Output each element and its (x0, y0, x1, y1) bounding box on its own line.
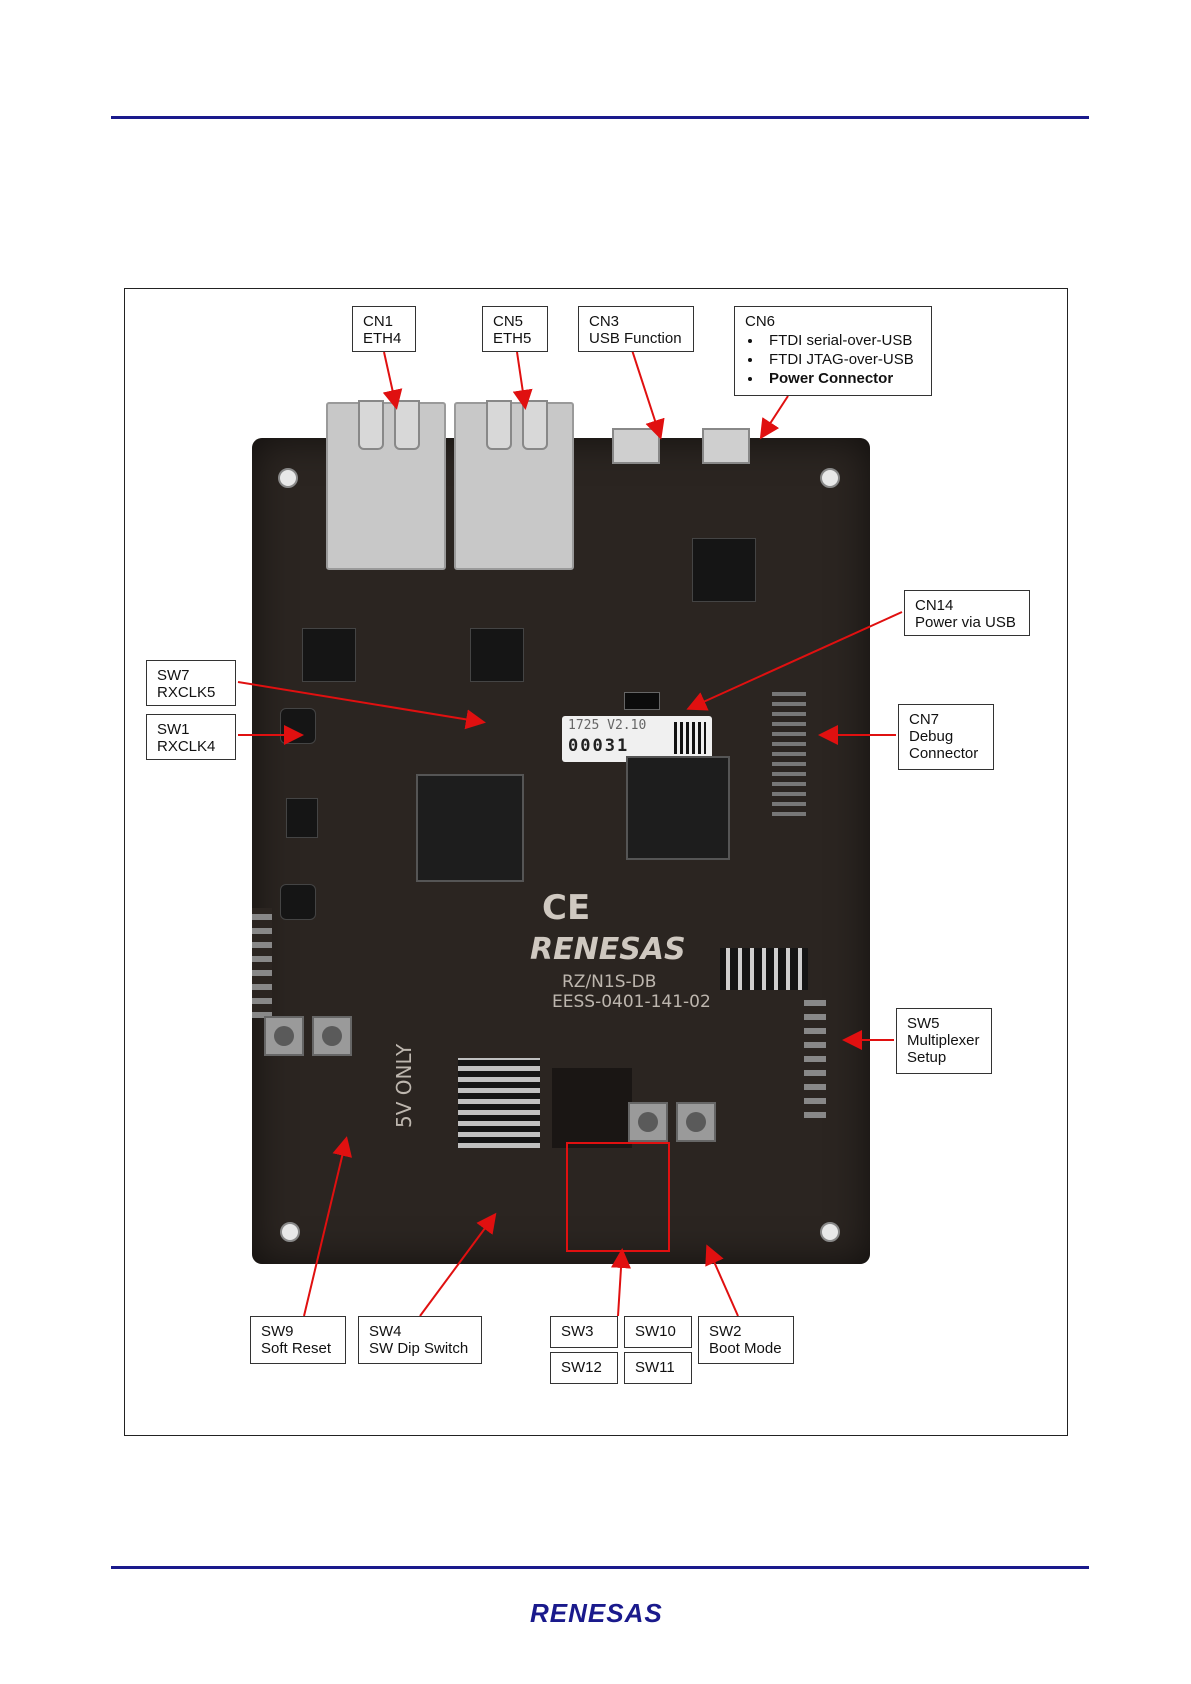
label-sw11: SW11 (624, 1352, 692, 1384)
sticker-serial: 00031 (568, 736, 630, 756)
button-sw9 (312, 1016, 352, 1056)
ftdi-chip (692, 538, 756, 602)
phy-chip-2 (470, 628, 524, 682)
arrow-cn3 (631, 349, 665, 440)
label-cn6: CN6 FTDI serial-over-USB FTDI JTAG-over-… (734, 306, 932, 396)
arrow-cn5 (512, 351, 533, 410)
arrow-cn6 (759, 395, 789, 440)
label-sw4: SW4 SW Dip Switch (358, 1316, 482, 1364)
label-cn3: CN3 USB Function (578, 306, 694, 352)
serial-sticker: 1725 V2.10 00031 (562, 716, 712, 762)
header-pins-left (252, 908, 272, 1018)
mount-hole-br (820, 1222, 840, 1242)
arrow-cn1 (382, 351, 403, 410)
debug-header-cn7 (772, 686, 806, 816)
arrow-sw2 (705, 1244, 739, 1317)
renesas-logo: RENESAS (530, 1598, 663, 1628)
label-cn7: CN7 Debug Connector (898, 704, 994, 770)
rj45-eth5 (454, 400, 574, 570)
sticker-version: 1725 V2.10 (568, 718, 647, 733)
label-sw9: SW9 Soft Reset (250, 1316, 346, 1364)
silkscreen-brand: RENESAS (530, 932, 686, 967)
arrow-cn14 (686, 611, 903, 711)
silkscreen-model: RZ/N1S-DB (562, 972, 657, 992)
usb-connector-cn6 (702, 428, 750, 464)
label-sw5: SW5 Multiplexer Setup (896, 1008, 992, 1074)
label-sw3: SW3 (550, 1316, 618, 1348)
silkscreen-part: EESS-0401-141-02 (552, 992, 711, 1012)
mount-hole-tr (820, 468, 840, 488)
mount-hole-bl (280, 1222, 300, 1242)
footer-rule (111, 1566, 1089, 1569)
jumper-group (552, 1068, 632, 1148)
datamatrix-code (674, 722, 706, 754)
header-rule (111, 116, 1089, 119)
header-pins-right (804, 998, 826, 1118)
dip-switch-sw4 (458, 1058, 540, 1148)
mount-hole-tl (278, 468, 298, 488)
rzn1s-bga-chip (416, 774, 524, 882)
label-sw7: SW7 RXCLK5 (146, 660, 236, 706)
regulator-chip (286, 798, 318, 838)
inductor-2 (280, 884, 316, 920)
arrow-sw9 (303, 1136, 353, 1317)
ce-mark: CE (542, 888, 591, 928)
label-sw12: SW12 (550, 1352, 618, 1384)
label-sw1: SW1 RXCLK4 (146, 714, 236, 760)
label-cn1: CN1 ETH4 (352, 306, 416, 352)
mcu-chip (626, 756, 730, 860)
phy-chip-1 (302, 628, 356, 682)
button-1 (264, 1016, 304, 1056)
arrow-sw7 (237, 681, 486, 730)
arrow-sw3-group (611, 1248, 631, 1317)
arrow-sw4 (419, 1212, 497, 1317)
jumper-cn14 (624, 692, 660, 710)
label-sw2: SW2 Boot Mode (698, 1316, 794, 1364)
button-boot-1 (628, 1102, 668, 1142)
label-sw10: SW10 (624, 1316, 692, 1348)
label-cn14: CN14 Power via USB (904, 590, 1030, 636)
button-boot-2 (676, 1102, 716, 1142)
dip-switch-sw5 (720, 948, 808, 990)
label-cn5: CN5 ETH5 (482, 306, 548, 352)
